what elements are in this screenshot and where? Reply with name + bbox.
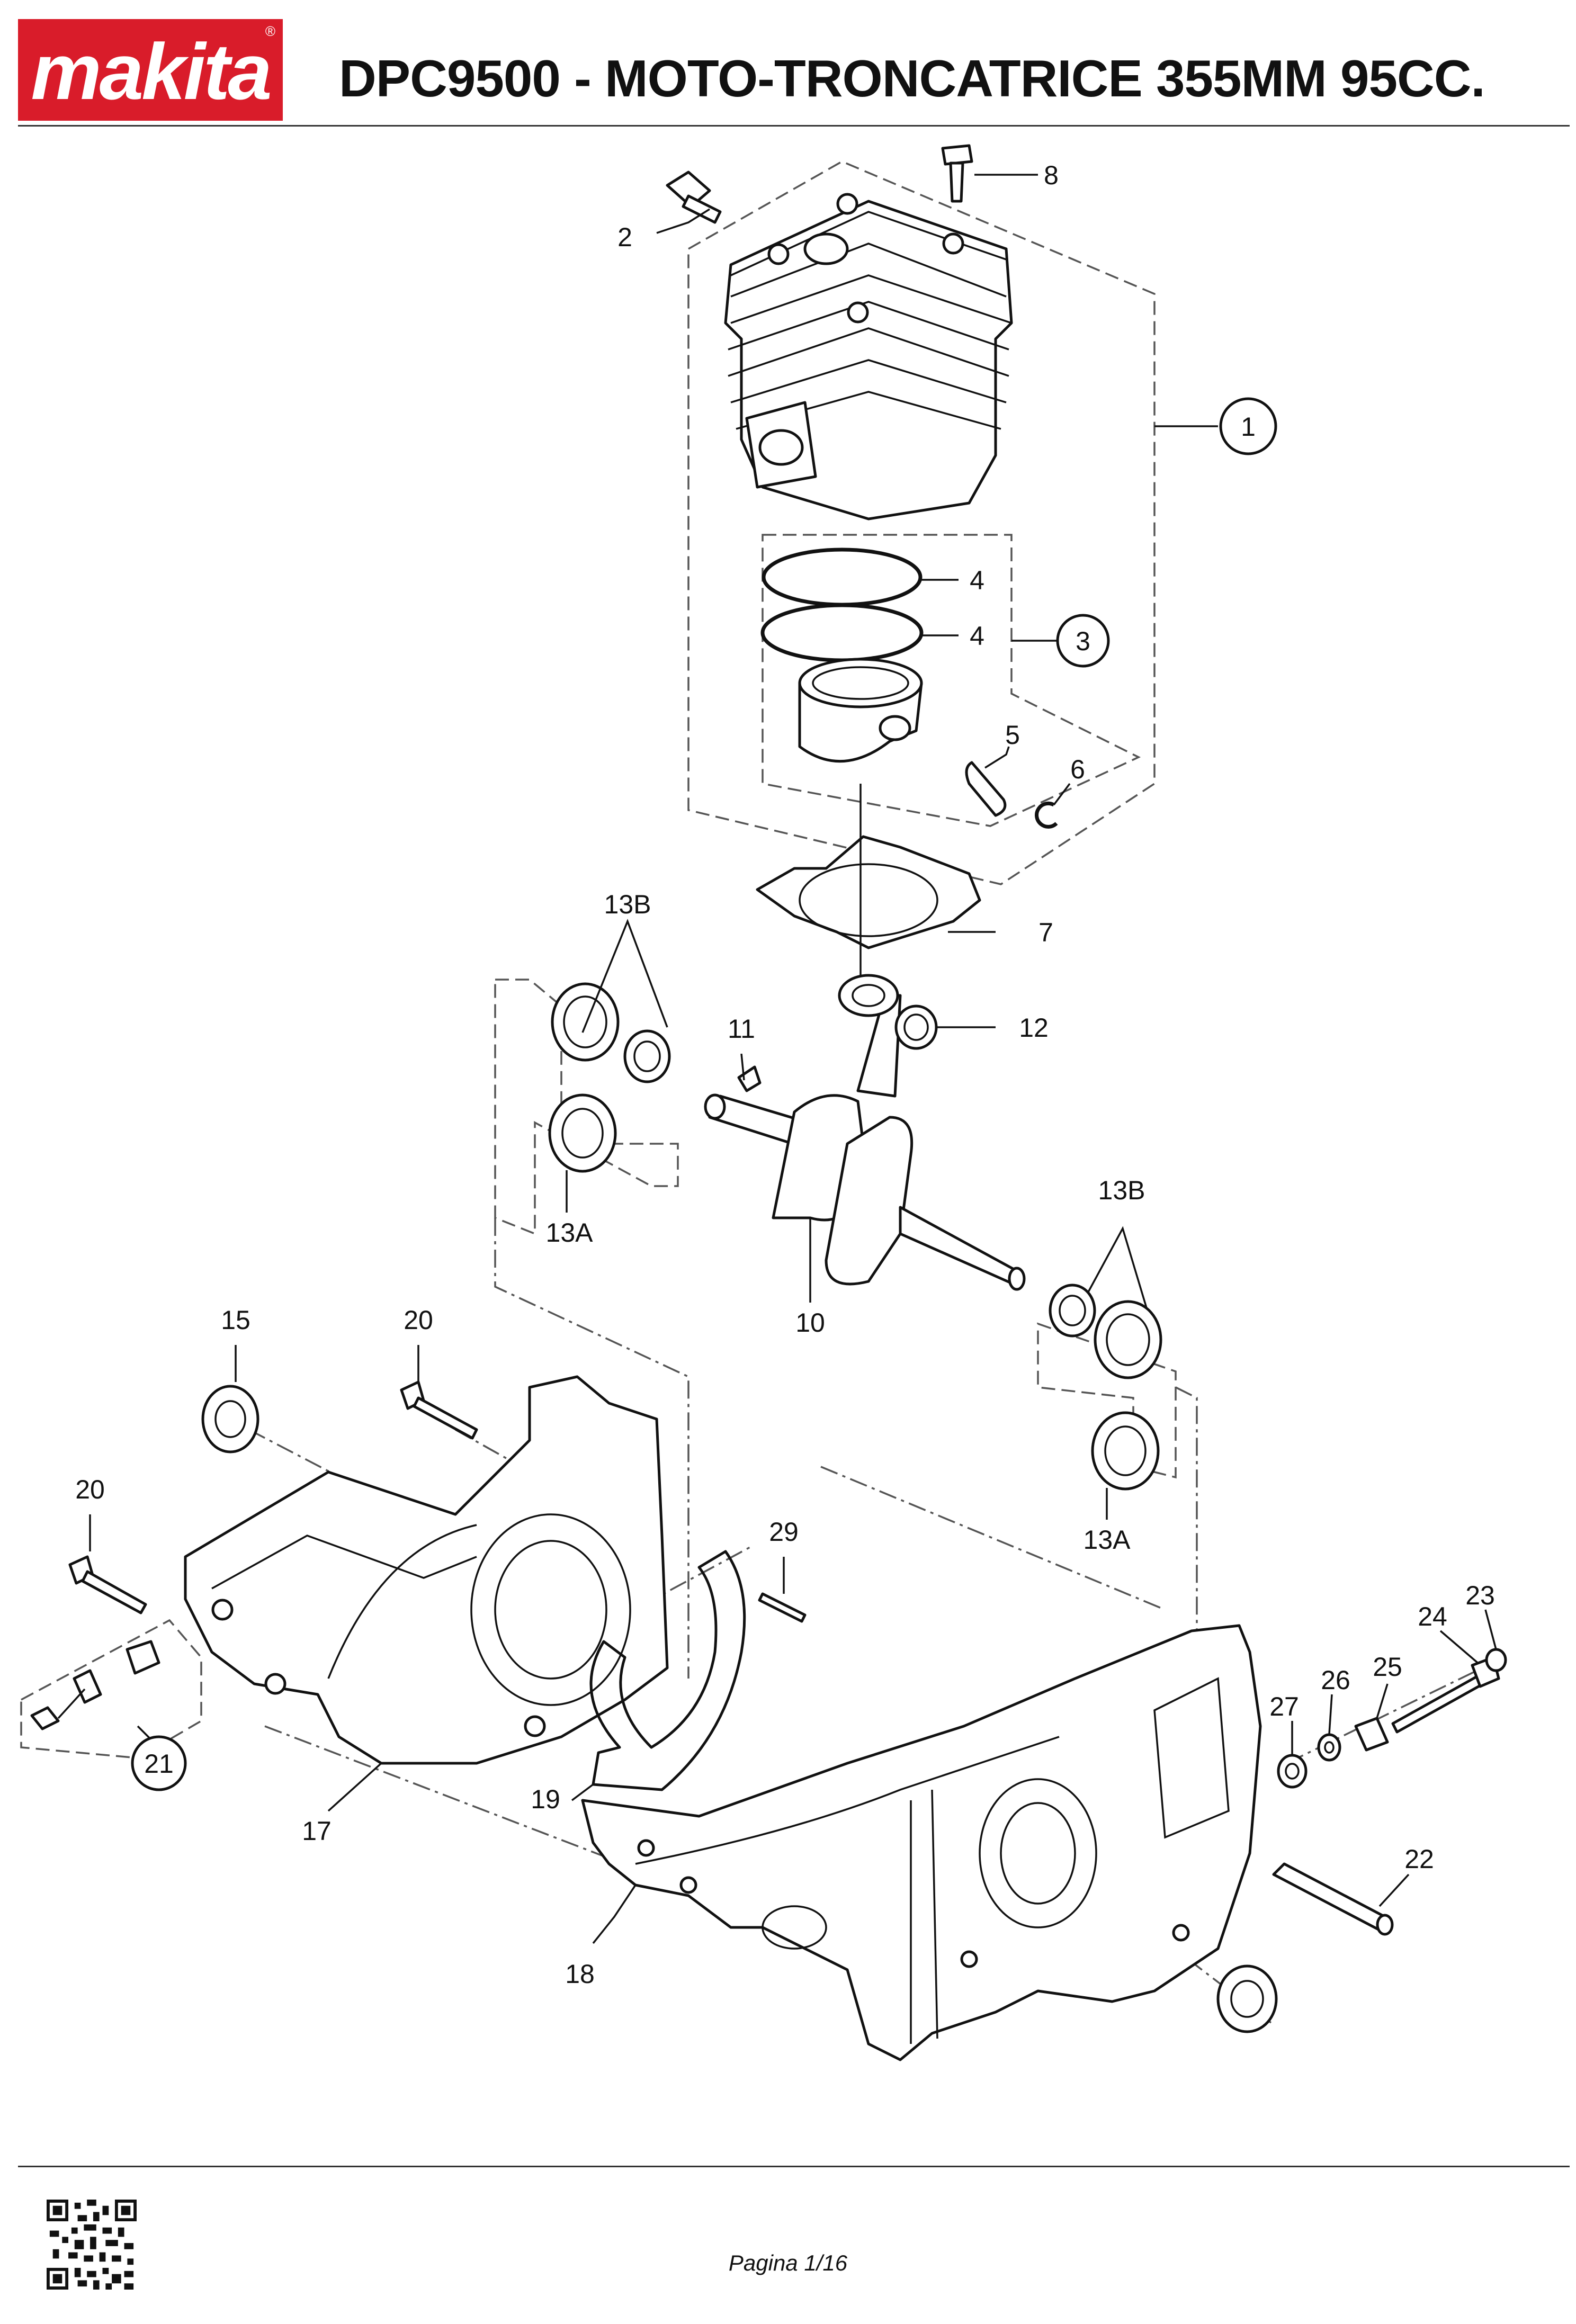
callout-13a-right: 13A [1084,1525,1131,1555]
screw-20-lower [68,1555,147,1614]
callout-5: 5 [1005,720,1020,750]
callout-13b-right: 13B [1098,1176,1145,1205]
piston-ring-lower [760,603,924,662]
callout-25: 25 [1373,1652,1402,1682]
screw-24 [1391,1656,1500,1734]
piston-ring-upper [762,548,923,607]
callout-24: 24 [1418,1602,1447,1631]
callout-circle-21 [131,1735,187,1791]
page-title: DPC9500 - MOTO-TRONCATRICE 355MM 95CC. [339,49,1485,107]
callout-19: 19 [531,1784,560,1814]
callout-7: 7 [1038,918,1053,947]
crankcase-half-17 [184,1375,669,1765]
piston-circlip [1035,801,1058,829]
callout-17: 17 [302,1816,332,1846]
callout-circle-3 [1056,614,1110,668]
callout-1: 1 [1241,412,1256,442]
callout-20-upper: 20 [404,1305,433,1335]
logo-wordmark: makita [31,27,272,116]
washer-26 [1317,1733,1341,1762]
group-outline-3 [762,534,1141,827]
ball-bearing-13a-right [1091,1411,1160,1491]
group-outline-21 [20,1619,202,1759]
makita-logo: makita ® [18,19,283,121]
axis-line-left-bottom [264,1725,652,1876]
callout-23: 23 [1465,1581,1495,1610]
callout-20-lower: 20 [75,1475,105,1504]
decompression-valve [666,171,722,224]
main-bearing-13b-right [1094,1300,1162,1379]
callout-18: 18 [565,1959,595,1989]
callout-4-lower: 4 [970,621,984,651]
callout-15: 15 [221,1305,250,1335]
callout-12: 12 [1019,1013,1049,1043]
callout-circle-1 [1219,397,1277,455]
ball-bearing-13a-left [548,1093,617,1173]
washer-23 [1485,1648,1507,1672]
callout-13a-left: 13A [546,1218,594,1248]
callout-11: 11 [728,1014,755,1044]
group-outline-1 [687,160,1156,885]
callout-4-upper: 4 [970,566,984,595]
group-outline-13-left [494,979,679,1235]
stud-22 [1272,1862,1394,1936]
callout-13b-left: 13B [604,890,651,919]
callout-21: 21 [144,1749,174,1779]
callout-10: 10 [795,1308,825,1338]
bearing-ring-13b-right [1049,1284,1096,1338]
crankcase-half-18 [581,1624,1262,2061]
clutch-stop-assembly [30,1640,160,1730]
crankcase-alignment-left [494,1218,690,1679]
oil-seal-15 [201,1385,259,1453]
dowel-pin [758,1592,807,1623]
crankcase-alignment-center [820,1466,1166,1611]
cylinder [724,193,1013,521]
footer-rule [18,2166,1570,2167]
crankshaft [704,974,1026,1291]
axis-line-15 [248,1429,371,1494]
piston-pin [965,761,1007,817]
nut-25 [1354,1717,1389,1752]
cylinder-gasket [756,835,981,949]
callout-26: 26 [1321,1665,1350,1695]
registered-mark: ® [265,23,275,39]
crankcase-gasket [589,1550,746,1791]
page-number: Pagina 1/16 [728,2250,848,2275]
oil-seal-bottom [1216,1964,1278,2033]
woodruff-key [737,1065,762,1092]
cylinder-bolt [941,144,973,203]
callout-3: 3 [1076,626,1090,656]
callout-22: 22 [1404,1844,1434,1874]
callout-8: 8 [1044,160,1059,190]
callout-2: 2 [617,222,632,252]
callout-29: 29 [769,1517,799,1547]
bearing-ring-13b-left [623,1029,671,1083]
screw-20-upper [400,1380,478,1440]
header-rule [18,125,1570,127]
bushing-27 [1277,1754,1308,1789]
qr-code [47,2200,137,2290]
main-bearing-13b-left [551,982,620,1062]
needle-bearing [894,1004,938,1050]
callout-6: 6 [1070,755,1085,784]
callout-27: 27 [1269,1692,1299,1721]
exploded-parts-diagram: 1 2 3 4 4 5 6 7 8 10 11 12 13B 13A 13B 1… [20,144,1507,2061]
piston [798,658,923,763]
crankcase-alignment-right [1175,1386,1198,1641]
